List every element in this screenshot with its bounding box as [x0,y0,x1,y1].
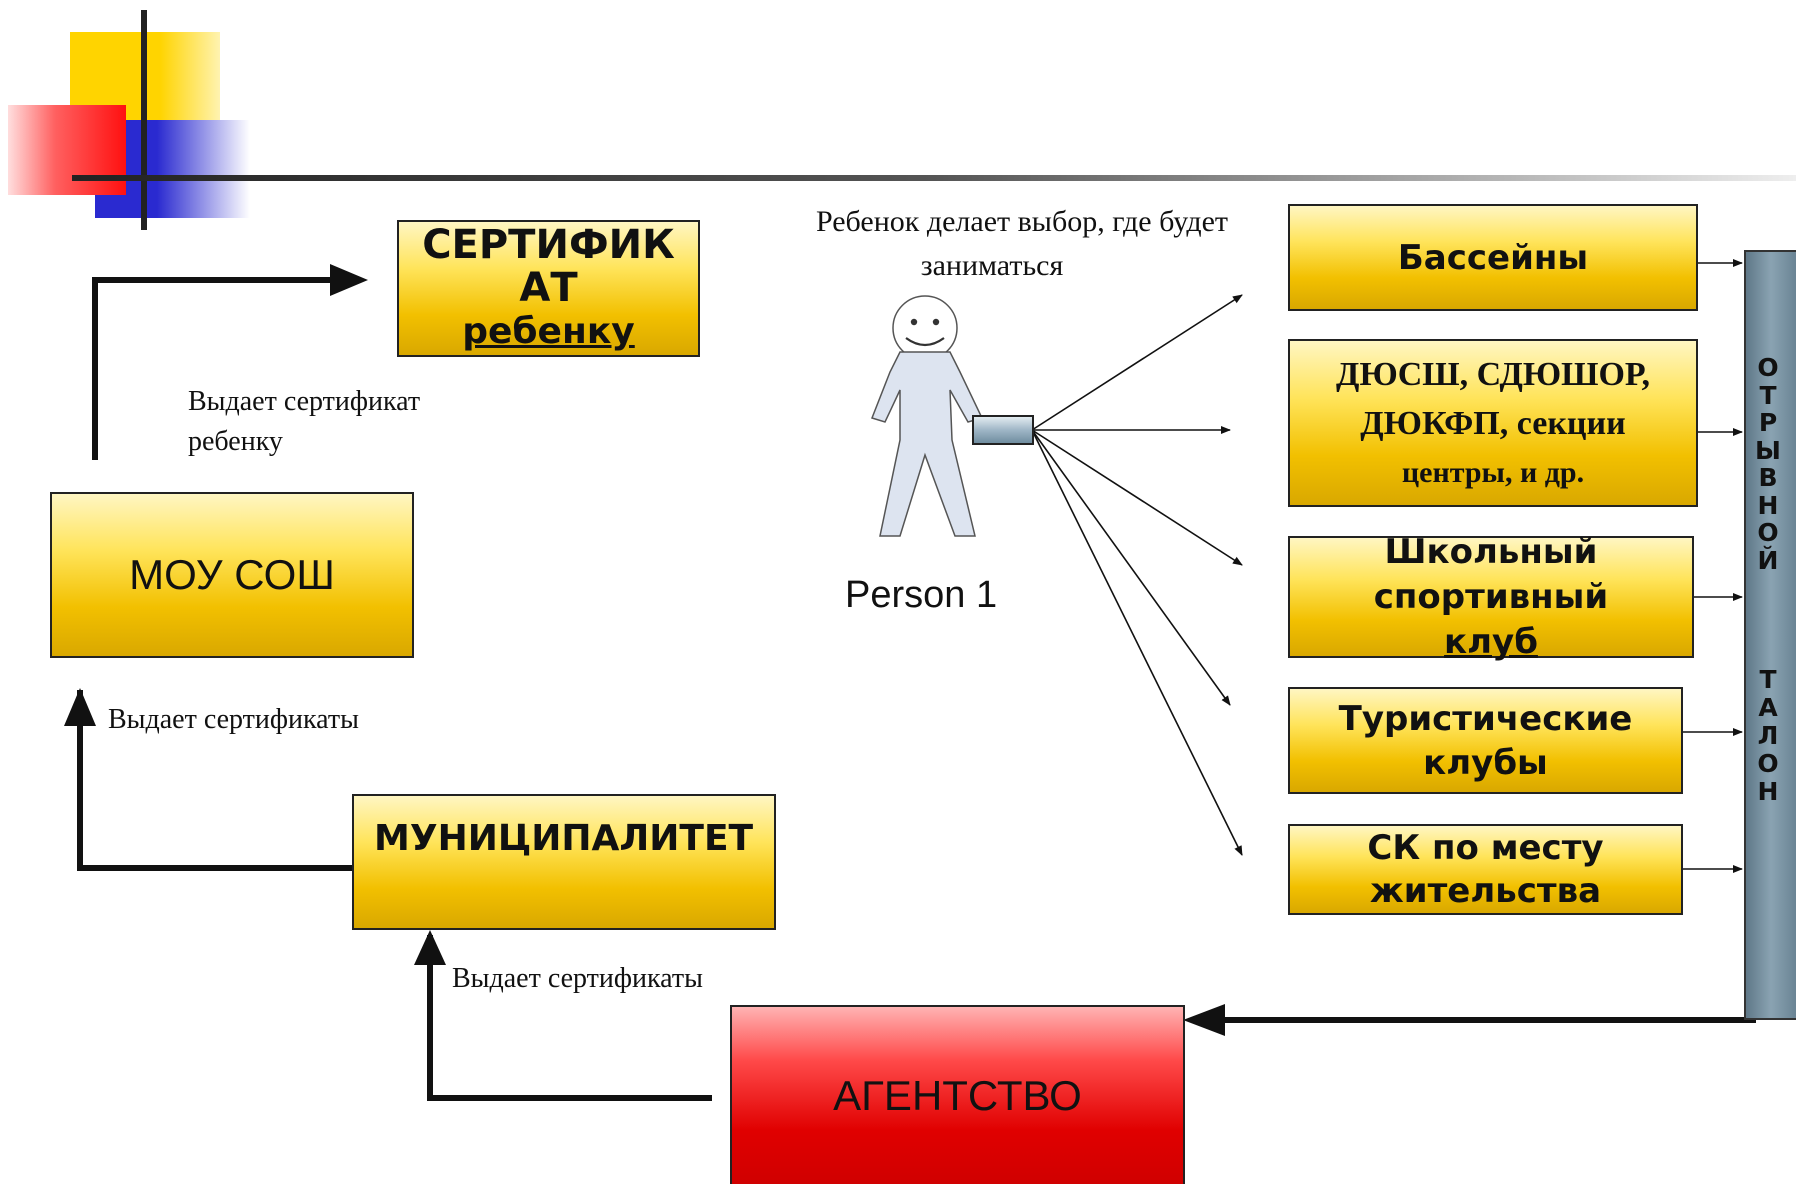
tear-off-coupon: О Т Р Ы В Н О Й Т А Л О Н [1744,250,1796,1020]
tear-off-letter: О [1757,749,1779,778]
arrowhead-certificate [330,264,368,296]
tear-off-word-2: Т А Л О Н [1746,666,1790,806]
option-box-tourist-clubs: Туристические клубы [1288,687,1683,794]
fan-arrow-5 [1031,429,1243,856]
option-box-school-club: Школьный спортивный клуб [1288,532,1694,662]
option-sport-schools-line-2: ДЮКФП, секции [1360,404,1626,442]
child-choice-line-1: Ребенок делает выбор, где будет [815,205,1229,238]
certificate-line-2: АТ [519,265,578,311]
arrowhead-agency [1183,1004,1225,1036]
fan-arrow-3 [1031,429,1243,566]
arrow-agency-to-municipality [427,935,712,1101]
label-issues-certificate: Выдает сертификат ребенку [188,382,420,462]
tear-off-letter: О [1757,353,1779,382]
label-issues-certificate-line-1: Выдает сертификат [188,386,421,417]
option-school-club-line-3: клуб [1444,621,1538,662]
tear-off-letter: Р [1758,408,1778,437]
option-sport-schools-line-3: центры, и др. [1401,455,1585,489]
label-issues-certificates-2: Выдает сертификаты [452,963,703,994]
agency-box: АГЕНТСТВО [730,1005,1185,1184]
tear-off-letter: Т [1759,665,1777,694]
fan-arrow-4 [1031,429,1231,706]
option-box-sport-schools: ДЮСШ, СДЮШОР, ДЮКФП, секции центры, и др… [1288,339,1698,507]
certificate-line-1: СЕРТИФИК [422,222,675,268]
fan-arrow-1 [1031,294,1243,431]
tear-off-letter: Н [1757,777,1779,806]
child-choice-caption: Ребенок делает выбор, где будет занимать… [752,200,1292,288]
header-rule [72,175,1796,181]
person-body [871,351,984,537]
arrow-municipality-to-school [77,690,352,871]
arrow-school-to-certificate [92,277,355,460]
tear-off-letter: В [1758,463,1778,492]
option-sport-schools-line-1: ДЮСШ, СДЮШОР, [1336,355,1650,393]
school-box: МОУ СОШ [50,492,414,658]
tear-off-word-1: О Т Р Ы В Н О Й [1746,354,1790,574]
tear-off-letter: Л [1757,721,1779,750]
label-issues-certificates-1: Выдает сертификаты [108,704,359,735]
municipality-box: МУНИЦИПАЛИТЕТ [352,794,776,930]
person-head [892,295,958,361]
tear-off-letter: Й [1757,545,1779,575]
tear-off-letter: О [1757,518,1779,547]
option-school-club-line-1: Школьный [1384,531,1598,572]
logo-vertical-line [141,10,147,230]
arrowhead-school [64,688,96,726]
municipality-label: МУНИЦИПАЛИТЕТ [374,818,754,859]
tear-off-letter: Н [1757,490,1779,520]
option-residence-club-line-2: жительства [1369,870,1602,911]
option-school-club-line-2: спортивный [1373,576,1609,617]
school-label: МОУ СОШ [129,551,335,598]
label-issues-certificate-line-2: ребенку [188,426,283,457]
tear-off-letter: А [1758,693,1778,722]
arrowhead-municipality [414,930,446,965]
certificate-box: СЕРТИФИК АТ ребенку [397,220,700,357]
option-box-pools: Бассейны [1288,204,1698,311]
certificate-line-3: ребенку [462,311,635,352]
person-label: Person 1 [845,574,998,616]
child-choice-line-2: заниматься [920,249,1064,282]
person-figure [871,295,984,537]
briefcase-icon [972,415,1034,445]
tear-off-letter: Т [1759,380,1777,410]
option-tourist-clubs-line-2: клубы [1423,742,1548,783]
tear-off-letter: Ы [1755,435,1781,465]
option-tourist-clubs-line-1: Туристические [1338,698,1633,739]
option-pools-label: Бассейны [1397,237,1589,278]
smiley-face-icon [905,318,945,347]
option-residence-club-line-1: СК по месту [1367,827,1604,868]
agency-label: АГЕНТСТВО [833,1071,1082,1119]
option-box-residence-club: СК по месту жительства [1288,824,1683,915]
